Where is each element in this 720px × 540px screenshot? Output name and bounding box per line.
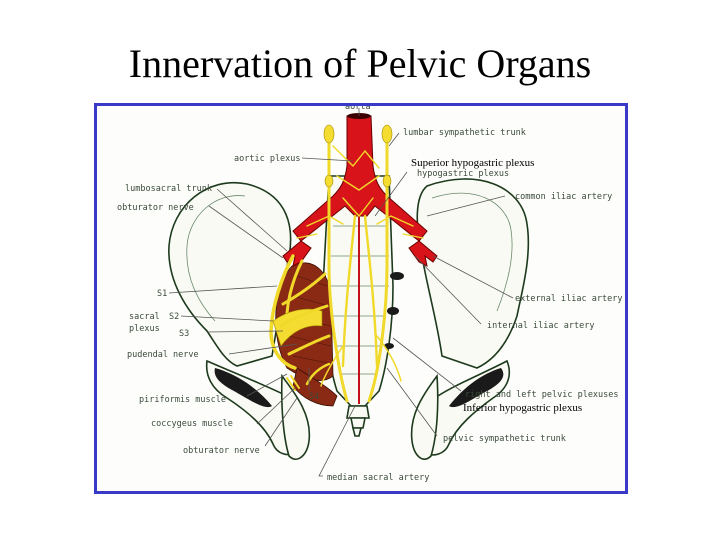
label-pelvic-plexuses: right and left pelvic plexuses bbox=[465, 390, 619, 400]
label-obturator-nerve-upper: obturator nerve bbox=[117, 203, 194, 213]
label-s2: S2 bbox=[169, 312, 179, 322]
label-s1: S1 bbox=[157, 289, 167, 299]
diagram-frame: aorta lumbar sympathetic trunk aortic pl… bbox=[94, 103, 628, 494]
label-s3: S3 bbox=[179, 329, 189, 339]
label-sacral-plexus-1: sacral bbox=[129, 312, 160, 322]
annotation-superior-hypogastric-plexus: Superior hypogastric plexus bbox=[411, 157, 534, 169]
label-pelvic-sympathetic-trunk: pelvic sympathetic trunk bbox=[443, 434, 566, 444]
label-lumbosacral-trunk: lumbosacral trunk bbox=[125, 184, 212, 194]
label-s4: S4 bbox=[309, 392, 319, 402]
label-internal-iliac-artery: internal iliac artery bbox=[487, 321, 594, 331]
label-external-iliac-artery: external iliac artery bbox=[515, 294, 622, 304]
aorta bbox=[292, 115, 428, 242]
label-obturator-nerve-lower: obturator nerve bbox=[183, 446, 260, 456]
label-hypogastric-plexus: hypogastric plexus bbox=[417, 169, 509, 179]
label-aortic-plexus: aortic plexus bbox=[234, 154, 301, 164]
label-median-sacral-artery: median sacral artery bbox=[327, 473, 429, 483]
annotation-inferior-hypogastric-plexus: Inferior hypogastric plexus bbox=[463, 402, 582, 414]
right-common-iliac bbox=[408, 240, 438, 267]
slide-title: Innervation of Pelvic Organs bbox=[128, 41, 592, 86]
label-aorta: aorta bbox=[345, 106, 371, 112]
label-piriformis-muscle: piriformis muscle bbox=[139, 395, 226, 405]
pelvis-diagram: aorta lumbar sympathetic trunk aortic pl… bbox=[117, 106, 622, 483]
right-ilium bbox=[416, 178, 530, 369]
label-pudendal-nerve: pudendal nerve bbox=[127, 350, 199, 360]
label-coccygeus-muscle: coccygeus muscle bbox=[151, 419, 233, 429]
label-common-iliac-artery: common iliac artery bbox=[515, 192, 612, 202]
label-lumbar-sympathetic-trunk: lumbar sympathetic trunk bbox=[403, 128, 526, 138]
label-sacral-plexus-2: plexus bbox=[129, 324, 160, 334]
